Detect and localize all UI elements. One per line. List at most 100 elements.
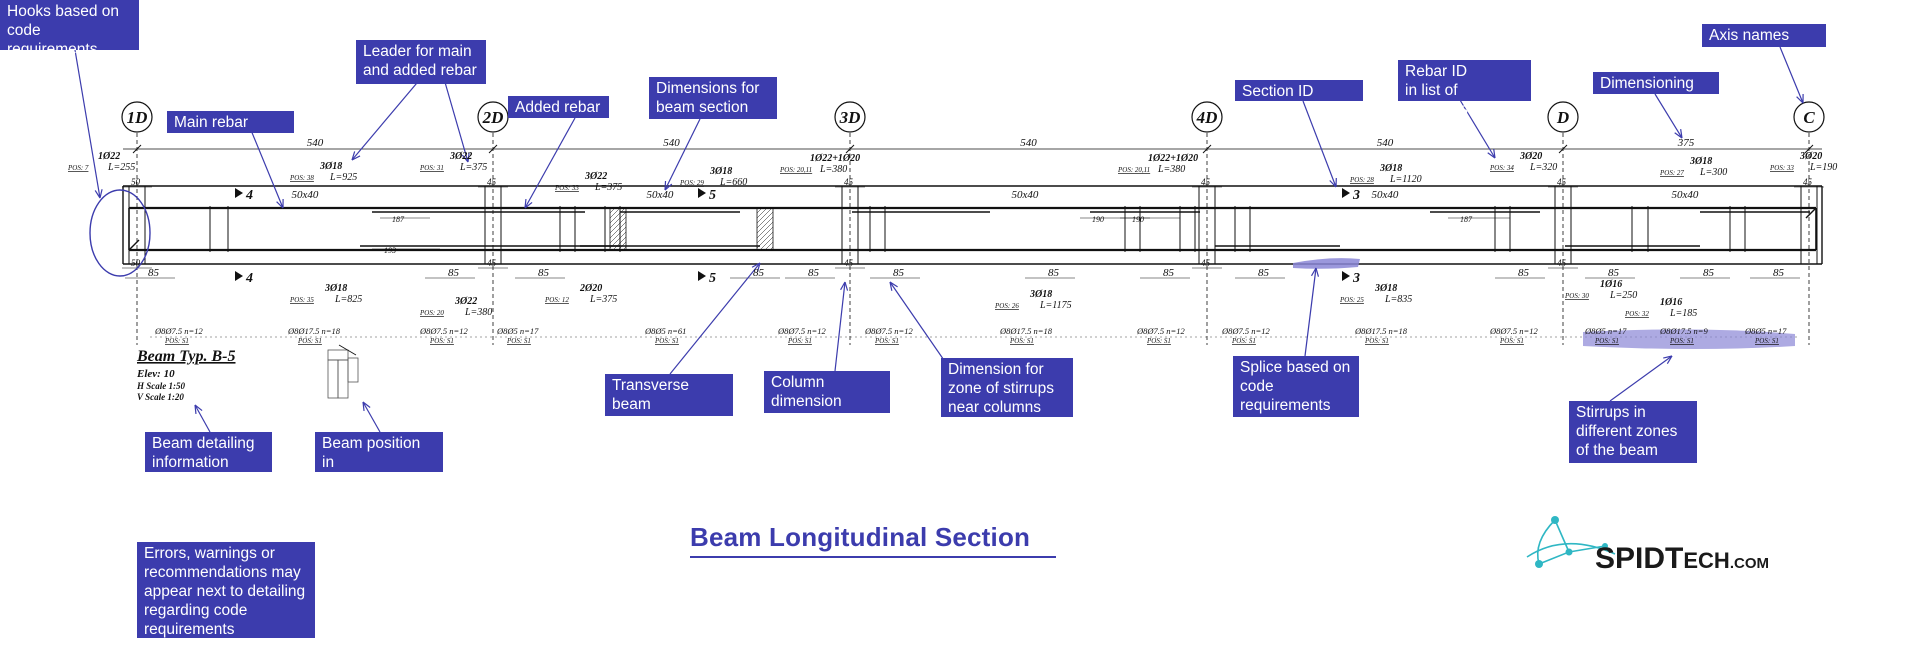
callout-leader: Leader for main and added rebar (356, 40, 486, 84)
hatch-line (617, 241, 627, 251)
column-dimension: 50 (131, 258, 141, 268)
stirrup-pos: POS: S1 (874, 337, 899, 345)
rebar-diameter: 3Ø20 (1519, 151, 1542, 162)
section-mark-number: 3 (1352, 188, 1360, 203)
axis-name: D (1556, 108, 1569, 127)
stirrup-pos: POS: S1 (297, 337, 322, 345)
layout-cell (327, 349, 349, 361)
rebar-diameter: 1Ø16 (1660, 297, 1682, 308)
hatch-line (756, 226, 774, 244)
rebar-pos: POS: 12 (544, 296, 569, 304)
column-dimension: 45 (1803, 177, 1813, 187)
callout-leader-line (1779, 46, 1804, 104)
stirrup-spec: Ø8Ø7.5 n=12 (154, 326, 204, 336)
lap-dimension: 187 (392, 215, 405, 224)
hatch-line (622, 246, 627, 251)
callout-arrow (1493, 149, 1496, 159)
callout-arrow (194, 404, 203, 412)
rebar-diameter: 3Ø22 (584, 171, 607, 182)
span-dimension: 540 (663, 137, 680, 149)
beam-name: Beam Typ. B-5 (136, 348, 236, 365)
callout-splice: Splice based on code requirements (1233, 356, 1359, 417)
stirrup-spec: Ø8Ø7.5 n=12 (777, 326, 827, 336)
svg-text:SPIDTECH.COM: SPIDTECH.COM (1595, 542, 1769, 575)
stirrup-spec: Ø8Ø17.5 n=18 (999, 326, 1053, 336)
callout-arrow (756, 262, 761, 272)
span-dimension: 540 (1377, 137, 1394, 149)
zone-dimension: 85 (1703, 267, 1715, 279)
rebar-pos: POS: 32 (1624, 310, 1649, 318)
section-mark-arrow (1342, 271, 1350, 281)
callout-axis-names: Axis names (1702, 24, 1826, 47)
callout-rebar-id: Rebar ID in list of materials (1398, 60, 1531, 118)
callout-arrow (889, 281, 893, 291)
span-dimension: 540 (307, 137, 324, 149)
rebar-diameter: 1Ø22+1Ø20 (810, 153, 860, 164)
callout-added-rebar: Added rebar (508, 96, 609, 118)
zone-dimension: 85 (538, 267, 550, 279)
zone-dimension: 85 (1163, 267, 1175, 279)
lap-dimension: 193 (384, 246, 396, 255)
callout-leader-line (889, 281, 949, 367)
hatch-line (609, 216, 627, 234)
hatch-line (609, 207, 626, 224)
rebar-pos: POS: 31 (419, 164, 444, 172)
rebar-length: L=1120 (1389, 174, 1422, 185)
callout-leader-line (1302, 100, 1337, 188)
rebar-pos: POS: 33 (554, 184, 579, 192)
callout-arrow (362, 401, 365, 412)
callout-arrow (664, 183, 673, 191)
lap-dimension: 187 (1460, 215, 1473, 224)
layout-roof (338, 344, 357, 356)
callout-dimensioning: Dimensioning (1593, 72, 1719, 94)
column-dimension: 45 (487, 177, 497, 187)
hatch-line (609, 207, 616, 214)
hatch-line (756, 207, 763, 214)
rebar-length: L=300 (1699, 167, 1727, 178)
callout-leader-line (1654, 93, 1683, 139)
callout-leader-line (362, 401, 381, 433)
callout-arrow (1680, 129, 1683, 139)
stirrup-pos: POS: S1 (1231, 337, 1256, 345)
rebar-length: L=380 (819, 164, 847, 175)
span-dimension: 540 (1020, 137, 1037, 149)
zone-dimension: 85 (1258, 267, 1270, 279)
stirrup-pos: POS: S1 (1499, 337, 1524, 345)
callout-beam-position: Beam position in layout (315, 432, 443, 490)
rebar-pos: POS: 28 (1349, 176, 1374, 184)
rebar-length: L=925 (329, 172, 357, 183)
stirrups-highlight (1583, 329, 1795, 349)
callout-arrow (889, 281, 898, 288)
section-mark-arrow (235, 188, 243, 198)
hatch-line (756, 211, 774, 229)
callout-stirrups-zones: Stirrups in different zones of the beam (1569, 401, 1697, 463)
rebar-pos: POS: 26 (994, 302, 1019, 310)
axis-bubble (121, 101, 153, 133)
rebar-diameter: 1Ø16 (1600, 279, 1622, 290)
callout-leader-line (664, 118, 701, 191)
callout-arrow (1487, 152, 1496, 159)
rebar-pos: POS: 25 (1339, 296, 1364, 304)
callout-arrow (362, 401, 371, 408)
logo-text-tail: ECH (1683, 548, 1729, 573)
section-size: 50x40 (1672, 189, 1699, 201)
column-dimension: 45 (844, 177, 854, 187)
hatch-line (612, 236, 627, 251)
section-mark-number: 4 (245, 188, 253, 203)
rebar-pos: POS: 30 (1564, 292, 1589, 300)
zone-dimension: 85 (753, 267, 765, 279)
layout-cell (347, 357, 359, 383)
spidtech-logo: SPIDTECH.COM (1526, 516, 1769, 575)
stirrup-spec: Ø8Ø17.5 n=9 (1659, 326, 1709, 336)
hatch-line (759, 236, 774, 251)
rebar-pos: POS: 34 (1489, 164, 1514, 172)
stirrup-spec: Ø8Ø7.5 n=12 (1136, 326, 1186, 336)
callout-arrow (844, 281, 849, 291)
stirrup-pos: POS: S1 (506, 337, 531, 345)
stirrup-spec: Ø8Ø5 n=17 (1584, 326, 1627, 336)
rebar-length: L=250 (1609, 290, 1637, 301)
callout-arrow (276, 201, 284, 209)
callout-errors: Errors, warnings or recommendations may … (137, 542, 315, 638)
rebar-diameter: 3Ø18 (1029, 289, 1052, 300)
axis-name: 4D (1196, 108, 1218, 127)
